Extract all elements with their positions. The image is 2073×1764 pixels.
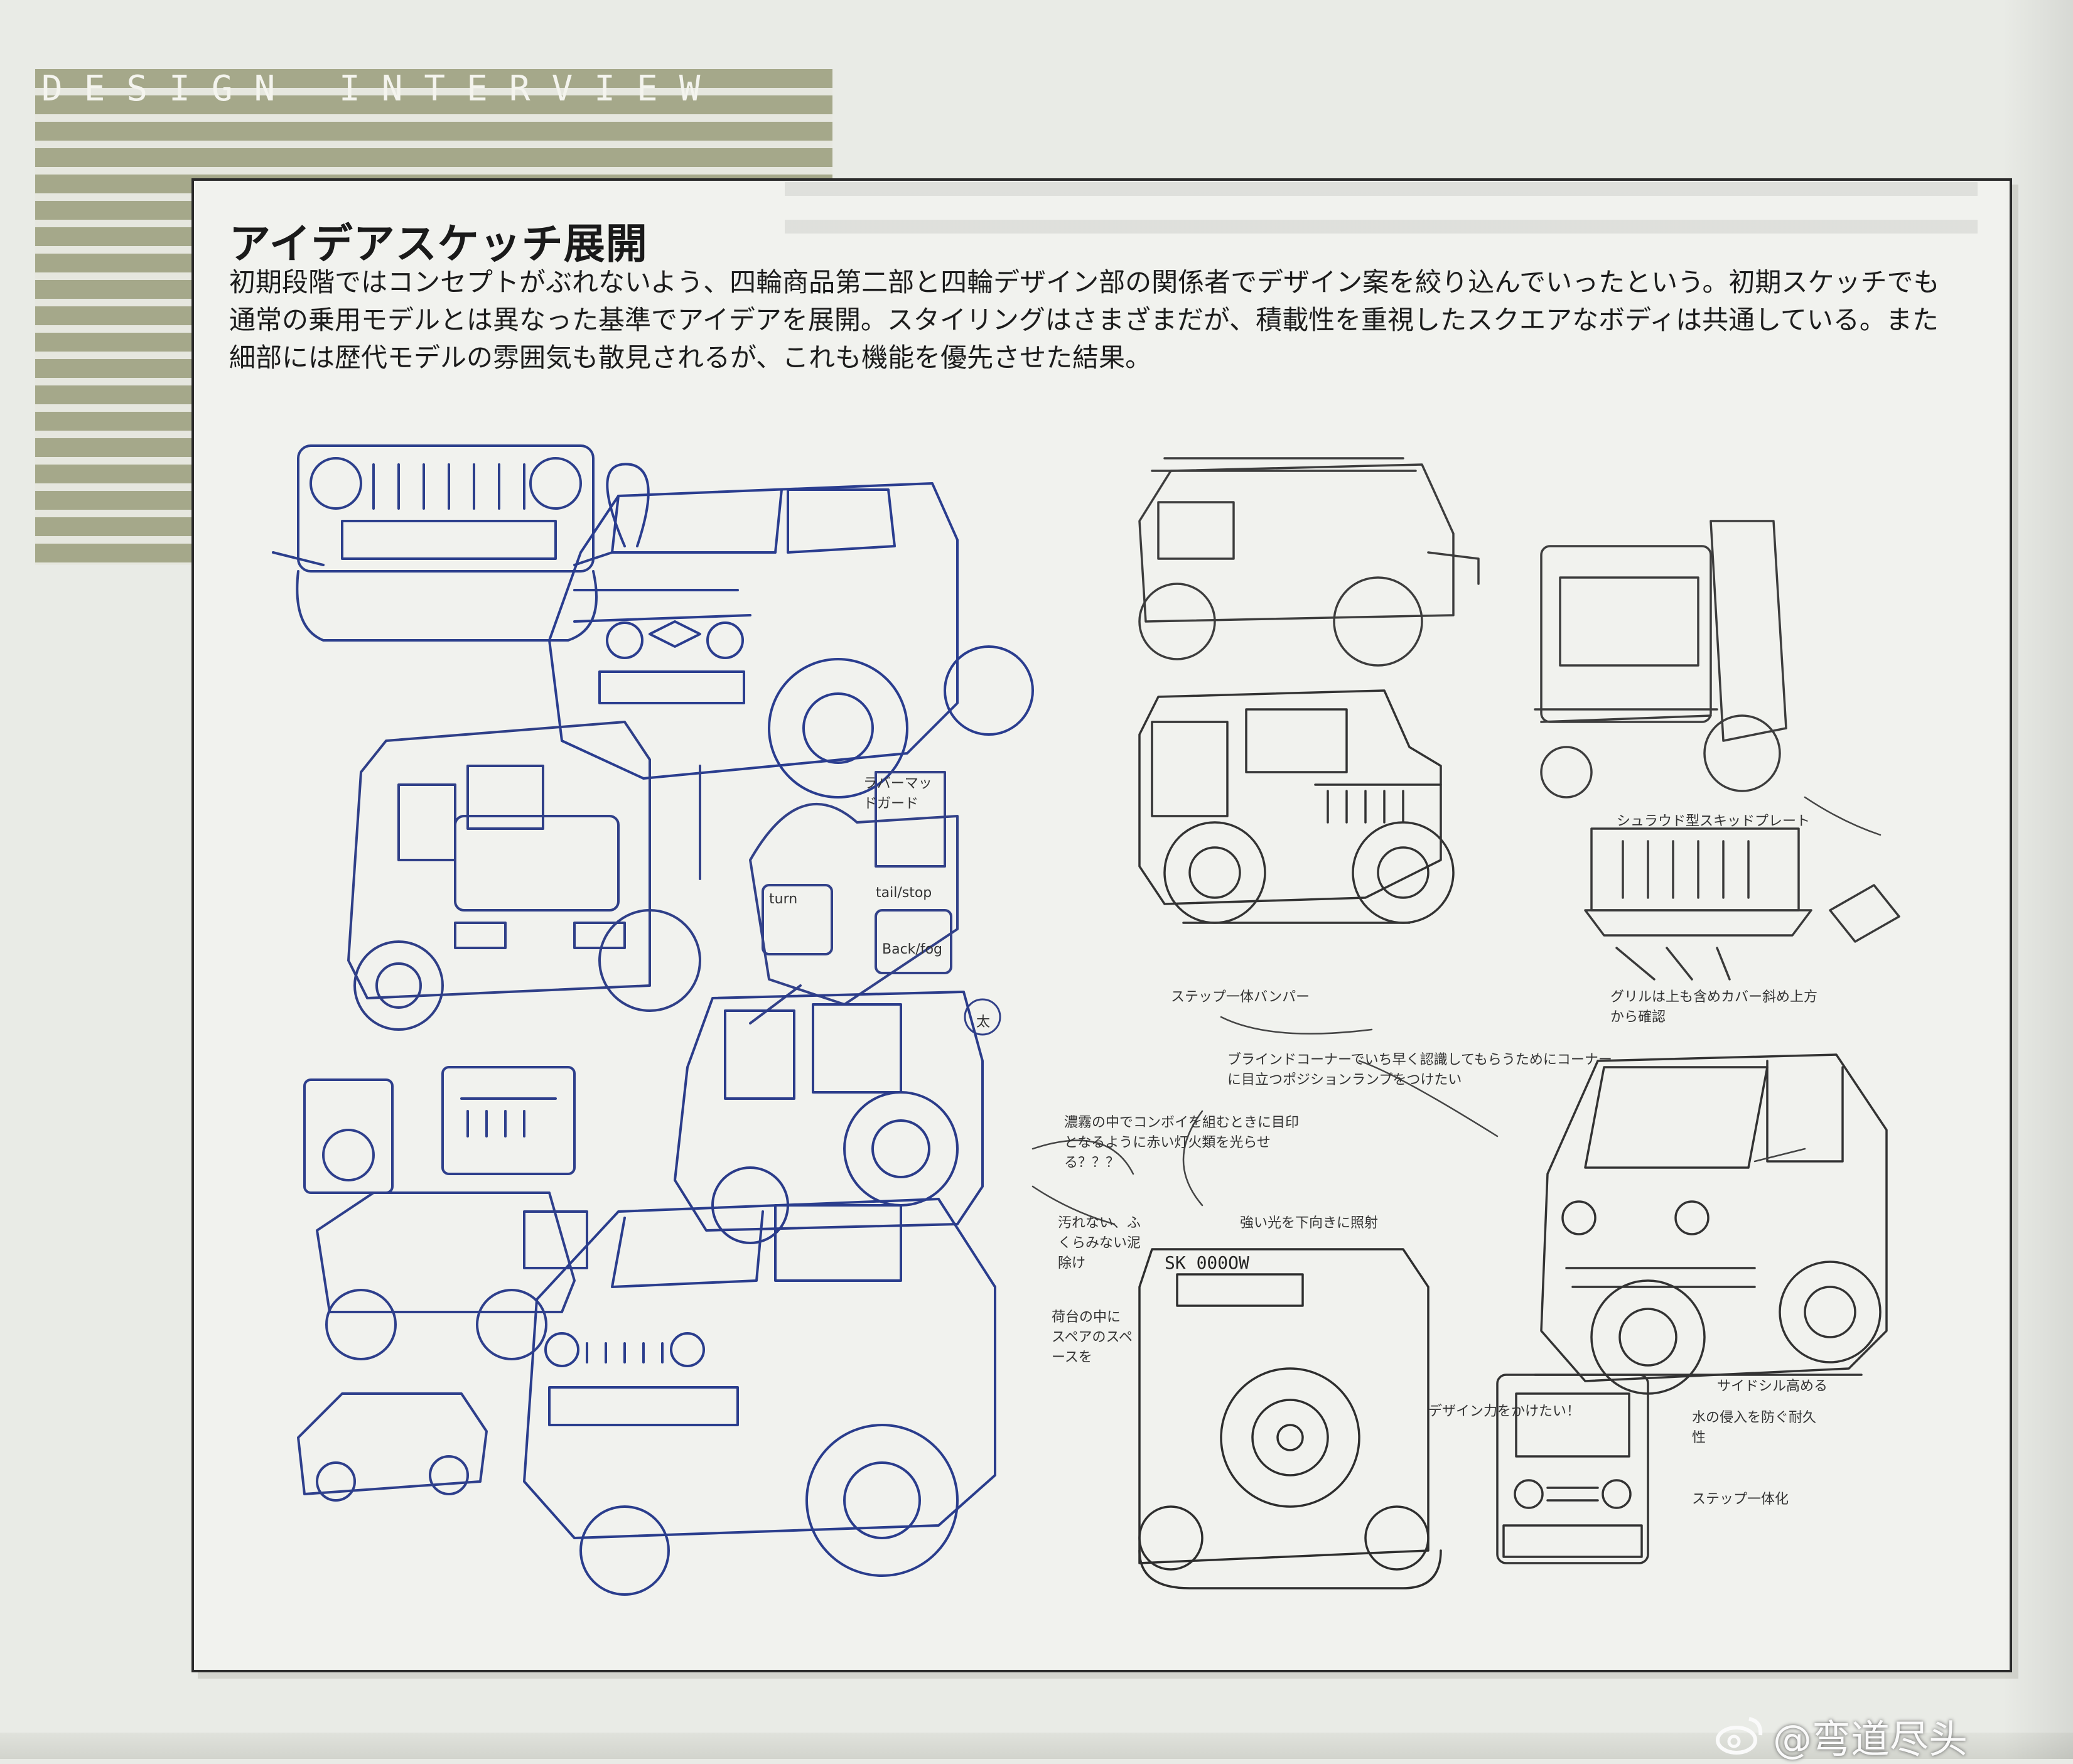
- sketch-pencil-rear: [1138, 1248, 1442, 1589]
- sketch-mini-row: [297, 1066, 588, 1502]
- sketch-skid-plate: [1584, 827, 1900, 981]
- note-tail-stop: tail/stop: [876, 885, 932, 901]
- sketch-3quarter-bottom: [523, 1198, 996, 1596]
- note-side-sill: サイドシル高める: [1717, 1379, 1828, 1394]
- watermark: @弯道尽头: [1714, 1708, 1968, 1764]
- sketch-rear-view: [347, 721, 701, 1031]
- note-spare: 荷台の中にスペアのスペースを: [1052, 1310, 1133, 1365]
- note-blind-corner: ブラインドコーナーでいち早く認識してもらうためにコーナーに目立つポジションランプ…: [1227, 1052, 1612, 1088]
- note-step-bumper: ステップ一体バンパー: [1171, 989, 1310, 1005]
- note-water: 水の侵入を防ぐ耐久性: [1692, 1410, 1817, 1446]
- article-title: アイデアスケッチ展開: [229, 220, 648, 268]
- note-light-down: 強い光を下向きに照射: [1240, 1215, 1379, 1231]
- note-design-power: デザイン力をかけたい！: [1428, 1404, 1581, 1419]
- sketch-tail-detail: [699, 765, 1001, 1036]
- note-skid-plate: シュラウド型スキッドプレート: [1617, 814, 1811, 829]
- sketch-pencil-topright: [1138, 457, 1787, 799]
- sketch-sheet: ラバーマッドガード ステップ一体バンパー シュラウド型スキッドプレート グリルは…: [248, 433, 1974, 1626]
- note-grille: グリルは上も含めカバー斜め上方から確認: [1610, 989, 1818, 1025]
- sketch-3quarter-large: [548, 463, 1034, 799]
- watermark-text: @弯道尽头: [1773, 1716, 1968, 1762]
- note-back-fog: Back/fog: [882, 942, 942, 957]
- section-label: DESIGN INTERVIEW: [41, 68, 722, 109]
- note-small-kanji: 太: [976, 1014, 991, 1030]
- article-body: 初期段階ではコンセプトがぶれないよう、四輪商品第二部と四輪デザイン部の関係者でデ…: [229, 267, 1940, 373]
- note-license-plate: SK 000OW: [1165, 1252, 1249, 1273]
- page-bottom-strip: [0, 1733, 2073, 1759]
- page-fold-shadow: [2003, 0, 2073, 1759]
- note-turn: turn: [769, 891, 798, 907]
- annotation-leaders: [1031, 796, 1882, 1225]
- sketch-pencil-3quarter: [1534, 1053, 1888, 1395]
- note-rubber-fender: ラバーマッドガード: [863, 776, 932, 812]
- sketch-pencil-middle: [1138, 689, 1455, 924]
- article-panel: [191, 178, 2012, 1672]
- sketch-pencil-small-front: [1496, 1374, 1649, 1564]
- note-dirt: 汚れない、ふくらみない泥除け: [1058, 1215, 1141, 1271]
- weibo-icon: [1716, 1717, 1763, 1755]
- note-step-integrated: ステップ一体化: [1692, 1492, 1789, 1507]
- note-dense-fog: 濃霧の中でコンボイを組むときに目印となるように赤い灯火類を光らせる？？？: [1064, 1115, 1300, 1171]
- idea-sketches: [272, 444, 1900, 1596]
- sketch-front-view-1: [272, 444, 613, 642]
- sketch-rear-spare: [674, 991, 984, 1244]
- bleed-through-text: [785, 182, 1978, 257]
